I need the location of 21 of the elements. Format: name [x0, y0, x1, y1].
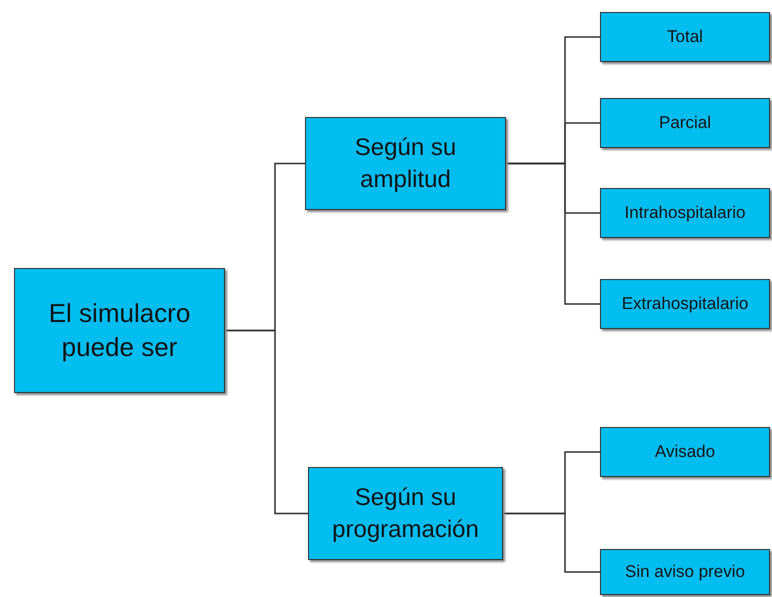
- box-label: Intrahospitalario: [624, 202, 746, 224]
- box-label: Sin aviso previo: [624, 560, 746, 583]
- connector-line: [506, 162, 600, 305]
- category-box: [600, 12, 770, 62]
- category-box: [600, 98, 770, 148]
- category-box: [600, 188, 770, 238]
- category-box: [308, 467, 503, 560]
- category-box: [600, 279, 770, 329]
- box-label: Total: [666, 26, 704, 48]
- box-label: Según su amplitud: [354, 133, 458, 194]
- category-box: [305, 117, 506, 210]
- connector-line: [503, 512, 600, 573]
- connector-line: [225, 330, 308, 514]
- box-label: Según su programación: [331, 483, 480, 544]
- category-box: [14, 268, 225, 393]
- box-label: Parcial: [658, 112, 712, 134]
- category-box: [600, 427, 770, 477]
- box-label: Avisado: [654, 440, 716, 463]
- box-label: El simulacro puede ser: [48, 296, 192, 364]
- box-label: Extrahospitalario: [620, 292, 750, 315]
- category-box: [600, 549, 770, 595]
